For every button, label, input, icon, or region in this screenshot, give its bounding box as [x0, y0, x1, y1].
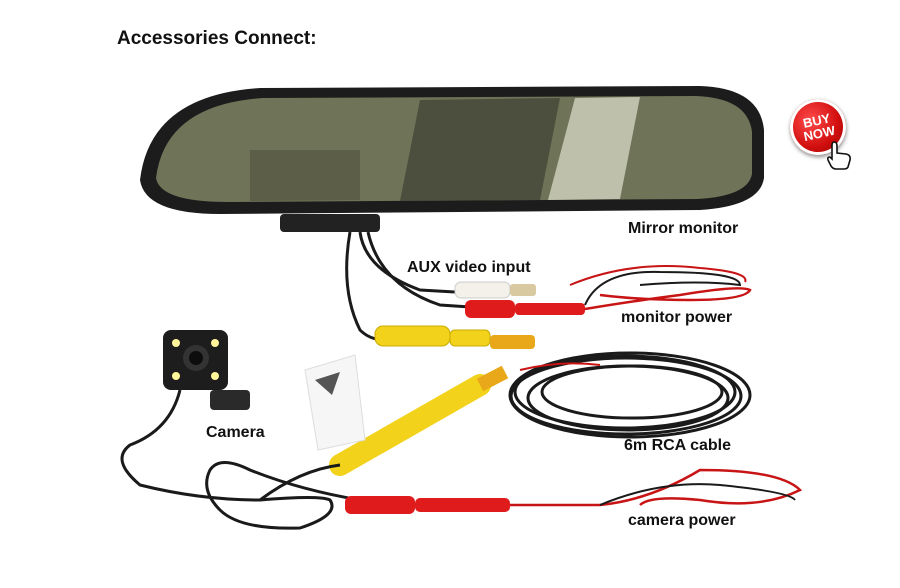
- rca-cable-coil: [508, 351, 752, 439]
- camera-label: Camera: [206, 424, 265, 441]
- camera-power-label: camera power: [628, 512, 736, 529]
- page-heading: Accessories Connect:: [117, 28, 317, 49]
- camera-cables: [120, 389, 361, 530]
- rca-cable-label: 6m RCA cable: [624, 437, 731, 454]
- rca-camera-connector: [329, 365, 509, 476]
- monitor-power-label: monitor power: [621, 309, 733, 326]
- aux-video-input-label: AUX video input: [407, 259, 531, 276]
- mirror-monitor-label: Mirror monitor: [628, 220, 739, 237]
- mirror-monitor-image: [140, 86, 764, 232]
- camera-power-wire: [345, 468, 803, 514]
- aux-connector: [454, 281, 536, 299]
- screw-bag: [304, 354, 366, 451]
- mirror-cables: [345, 231, 471, 342]
- camera-image: [163, 330, 250, 410]
- rca-monitor-connector: [374, 325, 535, 349]
- monitor-power-wire: [465, 265, 752, 318]
- pointer-hand-icon: [826, 141, 851, 170]
